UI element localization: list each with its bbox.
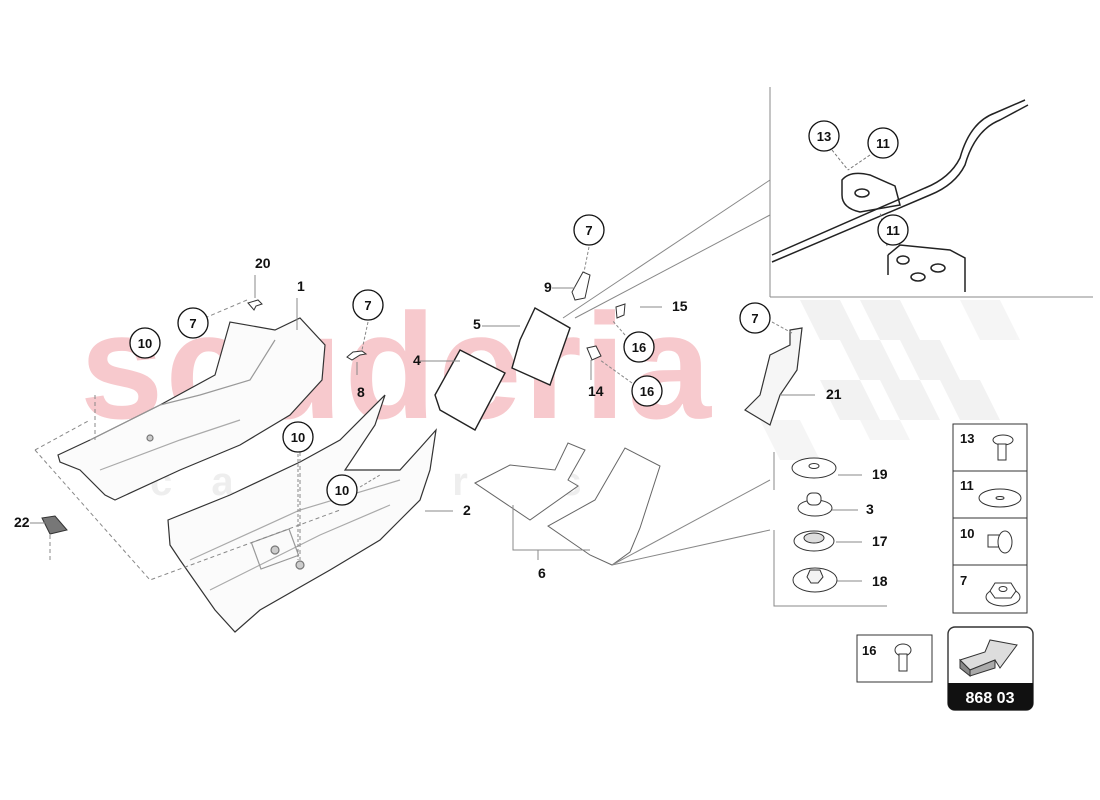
washer-icon [978, 488, 1022, 508]
svg-text:7: 7 [189, 316, 196, 331]
svg-text:7: 7 [364, 298, 371, 313]
torx-screw-icon [894, 643, 912, 672]
part-18-nut-plate [792, 567, 838, 593]
fastener-group [773, 452, 887, 607]
part-19-washer [791, 457, 837, 479]
svg-text:11: 11 [886, 223, 900, 238]
part-label-6: 6 [538, 565, 546, 581]
part-label-3: 3 [866, 501, 874, 517]
part-label-22: 22 [14, 514, 30, 530]
callout-7: 7 [739, 302, 771, 334]
part-6-leader [512, 479, 771, 566]
hardware-13-label: 13 [960, 431, 974, 446]
part-label-18: 18 [872, 573, 888, 589]
part-label-4: 4 [413, 352, 421, 368]
svg-text:7: 7 [585, 223, 592, 238]
hardware-10-label: 10 [960, 526, 974, 541]
inset-panel-outline [771, 99, 1029, 292]
svg-text:16: 16 [640, 384, 654, 399]
callout-7: 7 [177, 307, 209, 339]
part-label-20: 20 [255, 255, 271, 271]
part-label-19: 19 [872, 466, 888, 482]
part-label-15: 15 [672, 298, 688, 314]
screw-icon [987, 530, 1013, 554]
callout-16: 16 [631, 375, 663, 407]
part-label-2: 2 [463, 502, 471, 518]
svg-text:7: 7 [751, 311, 758, 326]
callout-11: 11 [877, 214, 909, 246]
arrow-icon [959, 639, 1018, 678]
callout-10: 10 [326, 474, 358, 506]
svg-text:10: 10 [138, 336, 152, 351]
callout-10: 10 [282, 421, 314, 453]
hardware-panel: 13 11 10 7 [952, 423, 1028, 614]
part-label-14: 14 [588, 383, 604, 399]
checker-pattern [760, 300, 1020, 460]
part-3-grommet [797, 492, 833, 517]
callout-16: 16 [623, 331, 655, 363]
part-22-pad [41, 515, 68, 535]
callout-leaders [297, 246, 793, 560]
part-9-clip [571, 271, 591, 301]
label-leaders [30, 275, 862, 582]
part-8-bracket [346, 350, 368, 361]
part-label-21: 21 [826, 386, 842, 402]
part-21-bracket [744, 327, 803, 426]
part-label-9: 9 [544, 279, 552, 295]
callout-11: 11 [867, 127, 899, 159]
part-14-clip [586, 345, 602, 361]
svg-text:10: 10 [291, 430, 305, 445]
hardware-7-label: 7 [960, 573, 967, 588]
hex-nut-icon [985, 582, 1021, 607]
svg-text:10: 10 [335, 483, 349, 498]
part-1-center-tunnel [57, 317, 326, 501]
part-6-floor-mats [474, 442, 661, 566]
detail-inset [562, 87, 1093, 319]
part-5-panel [511, 307, 571, 386]
callout-7: 7 [573, 214, 605, 246]
flange-bolt-icon [992, 434, 1014, 461]
svg-text:11: 11 [876, 136, 890, 151]
hardware-11-label: 11 [960, 478, 974, 493]
part-20-clip [247, 299, 263, 311]
callout-10: 10 [129, 327, 161, 359]
svg-text:16: 16 [632, 340, 646, 355]
single-part-label: 16 [862, 643, 876, 658]
part-label-8: 8 [357, 384, 365, 400]
single-part-16-box: 16 [856, 634, 933, 683]
part-label-17: 17 [872, 533, 888, 549]
part-15-clip [615, 303, 626, 319]
part-4-panel [434, 349, 506, 431]
callout-7: 7 [352, 289, 384, 321]
reference-code: 868 03 [966, 690, 1015, 707]
reference-badge: 868 03 [947, 626, 1034, 711]
part-label-1: 1 [297, 278, 305, 294]
part-label-5: 5 [473, 316, 481, 332]
assembly-dashed-outline [34, 299, 341, 581]
svg-text:13: 13 [817, 129, 831, 144]
part-17-grommet [793, 530, 835, 552]
callout-13: 13 [808, 120, 840, 152]
callout-circles: 7 10 7 10 10 7 16 16 13 11 11 7 [129, 120, 909, 506]
